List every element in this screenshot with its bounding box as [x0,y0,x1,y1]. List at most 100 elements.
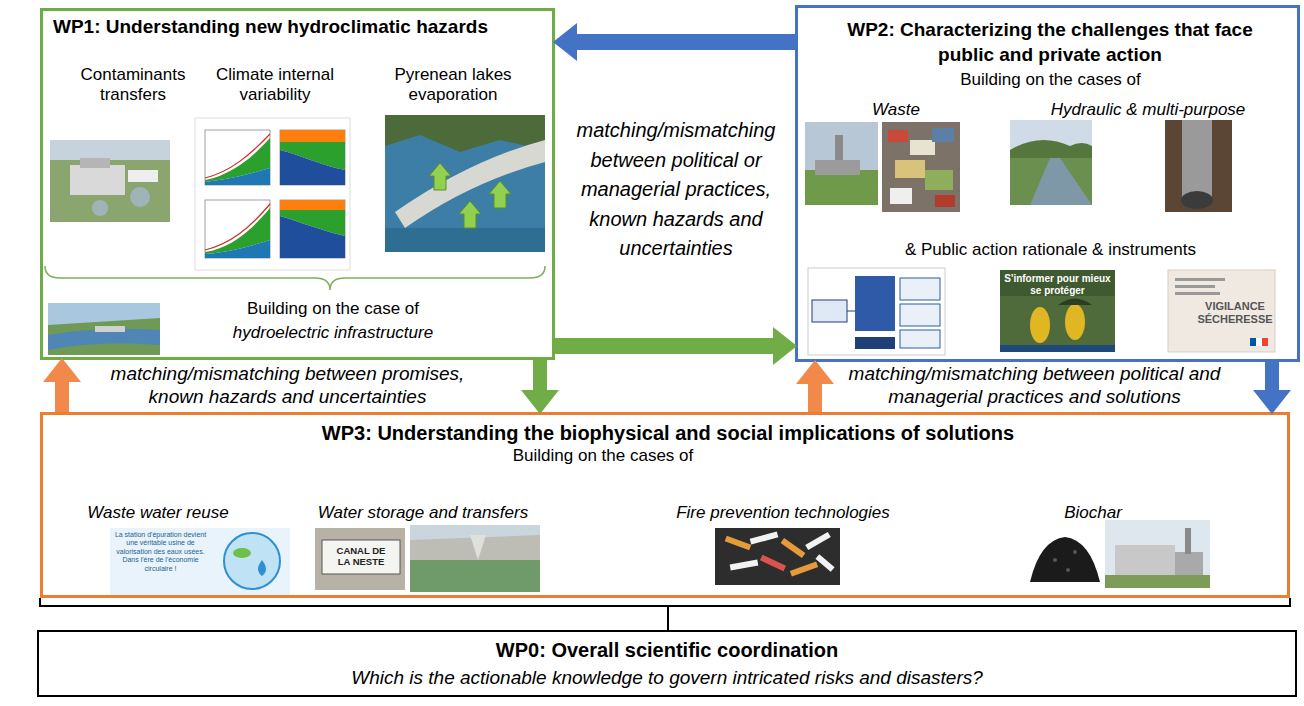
plant-building [70,165,125,195]
block-arrow [555,338,773,354]
flyer-background [110,528,290,595]
chart-area [205,240,270,258]
waste-dump [882,122,960,212]
chart-area [280,150,345,185]
poster-figure [1065,304,1085,340]
case-label: Hydraulic & multi-purpose [1028,100,1268,120]
waste-item [910,140,935,155]
cigarette-butt [750,531,779,544]
biochar-grain [1073,550,1077,554]
block-arrow [55,382,69,412]
water-cycle-graphic [224,533,280,589]
plant-tank [130,187,150,207]
notice-title: VIGILANCE SÉCHERESSE [1197,300,1273,326]
case-intro: & Public action rationale & instruments [798,240,1303,260]
chart-panel [205,130,270,185]
river-bank [48,318,160,355]
notice-background [1168,270,1275,352]
photo-sky [805,122,878,205]
hill [1010,140,1092,158]
notice-line [1175,292,1220,295]
block-arrow [577,34,795,50]
leaf-graphic [233,548,251,558]
scheme-link [847,311,855,312]
poster-band [1000,345,1115,352]
cigarette-butt [805,532,831,550]
flyer-text: La station d'épuration devient une vérit… [113,531,208,573]
case-label: Waste water reuse [43,503,273,523]
work-package-box: WP3: Understanding the biophysical and s… [40,412,1290,598]
work-package-box: WP0: Overall scientific coordinationWhic… [37,630,1297,697]
case-label: Water storage and transfers [303,503,543,523]
plant-building [1175,552,1203,575]
flag-stripe [1262,338,1268,346]
chart-area [280,130,345,142]
photo-ground [1105,575,1210,588]
reservoir-wall [410,535,540,562]
cigarette-butt [725,536,751,551]
plant-chimney [1185,528,1191,554]
scheme-box [900,278,940,300]
waste-item [888,130,908,142]
block-arrow [808,384,822,412]
scheme-box [812,300,847,322]
curly-bracket [45,266,545,290]
case-intro: Building on the cases of [493,446,713,466]
box-heading: WP3: Understanding the biophysical and s… [43,421,1293,445]
incinerator-building [815,160,860,175]
plant-annex [128,170,158,182]
biochar-grain [1053,558,1057,562]
cigarette-butt [781,538,806,558]
chart-area [280,200,345,210]
poster-title: S'informer pour mieux se protéger [1003,273,1112,297]
edge-label: matching/mismatching between political o… [560,116,792,264]
photo-sky [1105,520,1210,588]
chart-panel [205,200,270,258]
scheme-box [855,337,895,349]
evaporation-arrow [429,163,451,190]
scheme-background [808,268,945,355]
photo-sky [48,303,160,355]
stone-wall [315,528,405,590]
chart-line [205,204,270,250]
biochar-grain [1066,568,1070,572]
plaque-text: CANAL DE LA NESTE [329,545,393,568]
edge-label: matching/mismatching between promises, k… [95,363,480,409]
plant-building [1115,545,1175,575]
box-heading: WP1: Understanding new hydroclimatic haz… [53,16,548,39]
mountain-slope [385,115,545,152]
box-heading: WP2: Characterizing the challenges that … [830,18,1270,67]
poster-background [1000,270,1115,352]
edge-label: matching/mismatching between political a… [842,363,1227,409]
flag-stripe [1250,338,1256,346]
poster-figure [1030,307,1050,343]
flag-stripe [1256,338,1262,346]
pipe [1182,120,1212,202]
canal-plaque [322,540,400,574]
scheme-box [900,304,940,326]
pipe-opening [1181,191,1213,209]
canal-water [1030,158,1092,205]
waste-item [932,128,954,142]
chart-panel [280,130,345,185]
scheme-box [900,330,940,348]
waste-item [890,188,912,204]
drop-graphic [258,560,266,576]
cigarette-butt [760,555,786,571]
poster-umbrella [1058,299,1092,306]
chart-area [280,216,345,258]
photo-ground [50,140,170,222]
photo-ground [715,528,840,585]
topic-label: Contaminants transfers [63,65,203,106]
photo-ground [1010,120,1092,205]
chart-area [205,168,270,185]
work-package-box: WP1: Understanding new hydroclimatic haz… [40,8,555,360]
grouping-bracket [40,598,1290,630]
chart-line [205,134,270,178]
waste-item [935,195,955,207]
plant-roof [80,158,110,168]
evaporation-arrow [459,201,481,228]
cigarette-butt [730,560,759,571]
block-arrow [533,360,547,390]
